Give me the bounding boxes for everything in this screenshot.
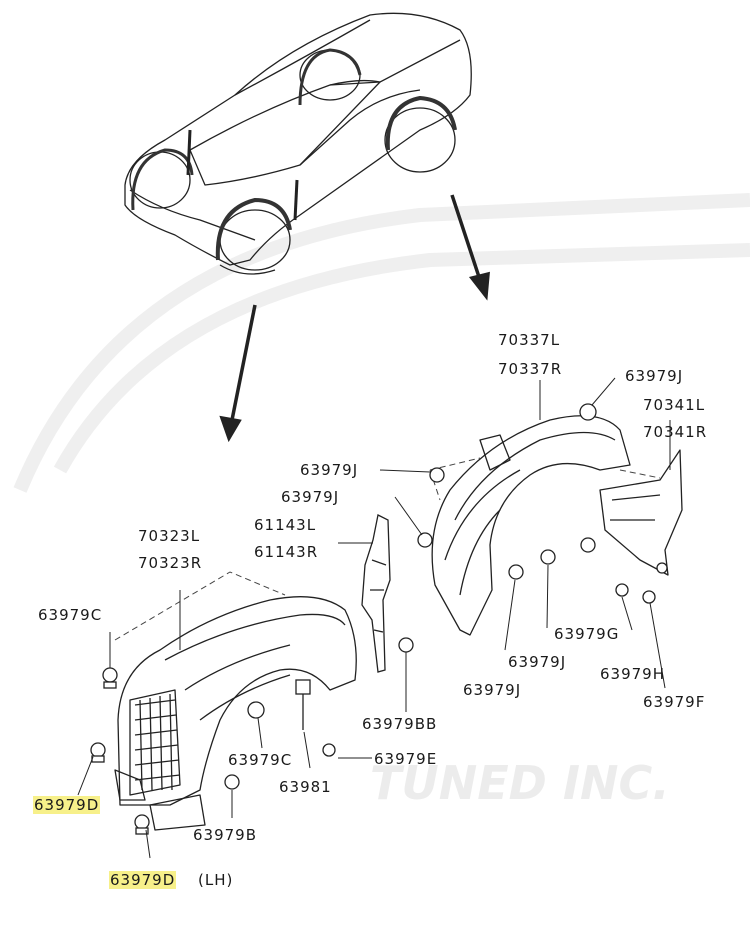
car-illustration (124, 12, 472, 275)
label-63979f: 63979F (643, 693, 706, 711)
label-63979j-top: 63979J (625, 367, 684, 385)
label-63979h: 63979H (600, 665, 665, 683)
label-70341r: 70341R (643, 423, 708, 441)
label-63979d-bottom: 63979D (109, 871, 177, 889)
watermark-text: TUNED INC. (370, 756, 670, 810)
label-63979c-left: 63979C (38, 606, 103, 624)
watermark-logo (13, 193, 750, 493)
bracket-part (361, 514, 391, 673)
label-63979c-mid: 63979C (228, 751, 293, 769)
label-63979j-bottom: 63979J (463, 681, 522, 699)
label-61143r: 61143R (254, 543, 319, 561)
label-63979j-left2: 63979J (281, 488, 340, 506)
label-63981: 63981 (279, 778, 332, 796)
label-63979j-left1: 63979J (300, 461, 359, 479)
dashed-guides (114, 457, 661, 641)
label-63979e: 63979E (374, 750, 438, 768)
label-61143l: 61143L (254, 516, 317, 534)
label-70337r: 70337R (498, 360, 563, 378)
label-63979g: 63979G (554, 625, 620, 643)
leader-lines (77, 377, 671, 859)
label-63979d-left: 63979D (33, 796, 101, 814)
front-wheel-liner (114, 596, 357, 831)
label-70323r: 70323R (138, 554, 203, 572)
label-63979bb: 63979BB (362, 715, 438, 733)
direction-arrows (219, 194, 490, 443)
label-70323l: 70323L (138, 527, 201, 545)
label-lh-note: (LH) (198, 871, 234, 889)
label-63979b: 63979B (193, 826, 258, 844)
rear-wheel-liner (431, 415, 683, 636)
label-63979j-mid: 63979J (508, 653, 567, 671)
label-70341l: 70341L (643, 396, 706, 414)
label-70337l: 70337L (498, 331, 561, 349)
